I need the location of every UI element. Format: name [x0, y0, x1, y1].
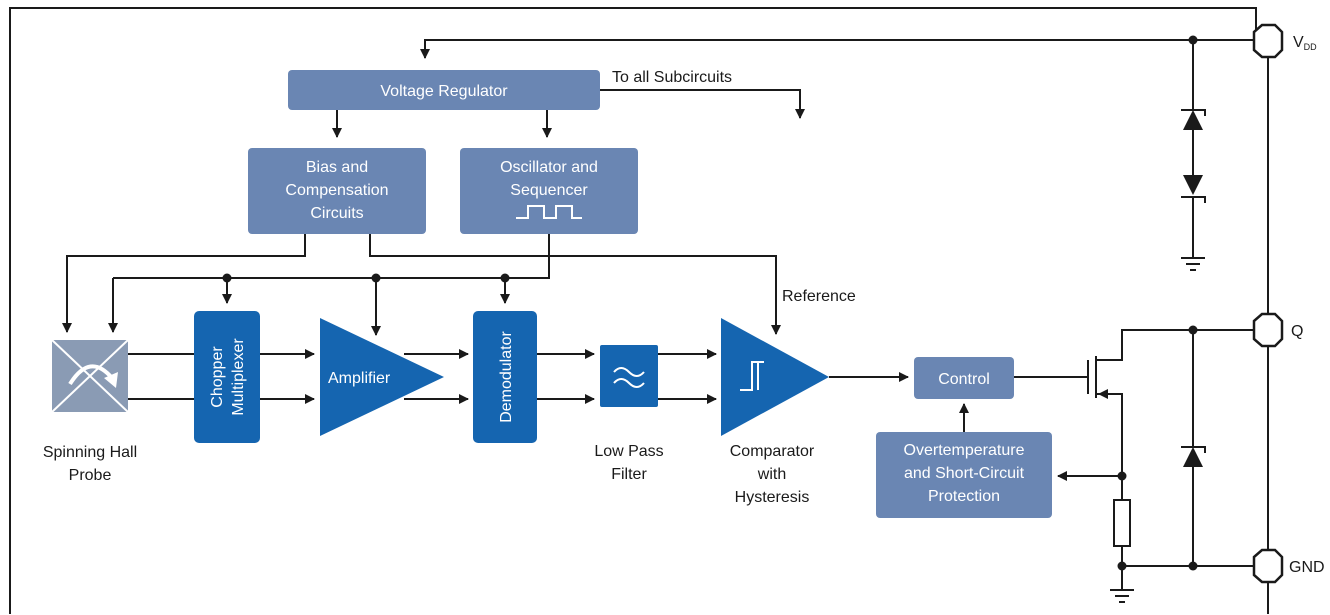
output-mosfet: [1087, 329, 1256, 590]
chip-boundary: [9, 7, 1269, 614]
bias-reference-wire: [369, 234, 781, 335]
amplifier-label: Amplifier: [328, 370, 391, 387]
bias-label-line1: Bias and: [306, 159, 368, 176]
amplifier-block: [320, 318, 444, 436]
hysteresis-icon: [740, 361, 764, 391]
vdd-zener-diodes: [1181, 40, 1206, 271]
osc-label-line2: Sequencer: [510, 182, 588, 199]
spinning-hall-probe: [51, 339, 129, 413]
chopper-multiplexer-block: [194, 311, 260, 443]
clock-junction-dot: [500, 273, 510, 283]
bias-label-line3: Circuits: [310, 205, 363, 222]
vdd-rail: [420, 39, 1256, 59]
clock-junction-dot: [222, 273, 232, 283]
hall-probe-label-line1: Spinning Hall: [43, 444, 137, 461]
comparator-label-line2: with: [757, 466, 786, 483]
clock-junction-dot: [371, 273, 381, 283]
comparator-block: [721, 318, 829, 436]
sense-junction-dot: [1117, 471, 1127, 481]
q-zener-diode: [1181, 330, 1206, 566]
gnd-junction-dot: [1117, 561, 1127, 571]
pin-gnd: [1252, 548, 1284, 584]
overtemp-label-line1: Overtemperature: [904, 442, 1025, 459]
demodulator-label: Demodulator: [498, 331, 515, 423]
chopper-label-line2: Multiplexer: [230, 338, 247, 416]
low-pass-filter-block: [600, 345, 658, 407]
voltage-regulator-block: [288, 70, 600, 110]
pin-q: [1252, 312, 1284, 348]
tilde-filter-icon: [613, 367, 645, 388]
subcircuit-supply-wire: [600, 89, 805, 119]
bias-to-hall-wire: [62, 234, 306, 333]
control-block: [914, 357, 1014, 399]
overtemp-label-line2: and Short-Circuit: [904, 465, 1025, 482]
osc-label-line1: Oscillator and: [500, 159, 598, 176]
rotation-arrow-icon: [68, 364, 114, 386]
pin-vdd: [1252, 23, 1284, 59]
q-pin-label: Q: [1291, 323, 1303, 340]
shunt-resistor: [1113, 499, 1131, 547]
lpf-label-line1: Low Pass: [594, 443, 663, 460]
gnd-pin-label: GND: [1289, 559, 1325, 576]
hall-probe-label-line2: Probe: [69, 467, 112, 484]
overtemp-label-line3: Protection: [928, 488, 1000, 505]
bias-compensation-block: [248, 148, 426, 234]
ground-symbol: [1110, 589, 1134, 603]
reference-label: Reference: [782, 288, 856, 305]
demodulator-block: [473, 311, 537, 443]
voltage-regulator-label: Voltage Regulator: [380, 83, 508, 100]
vdd-pin-label: VDD: [1293, 34, 1317, 52]
gnd-junction-dot: [1188, 561, 1198, 571]
overtemperature-protection-block: [876, 432, 1052, 518]
square-wave-icon: [516, 205, 582, 219]
comparator-label-line1: Comparator: [730, 443, 815, 460]
to-all-subcircuits-label: To all Subcircuits: [612, 69, 732, 86]
bias-label-line2: Compensation: [285, 182, 388, 199]
chopper-label-line1: Chopper: [209, 346, 226, 408]
clock-bus-wire: [113, 234, 550, 279]
lpf-label-line2: Filter: [611, 466, 647, 483]
comparator-label-line3: Hysteresis: [735, 489, 810, 506]
control-label: Control: [938, 371, 990, 388]
oscillator-sequencer-block: [460, 148, 638, 234]
